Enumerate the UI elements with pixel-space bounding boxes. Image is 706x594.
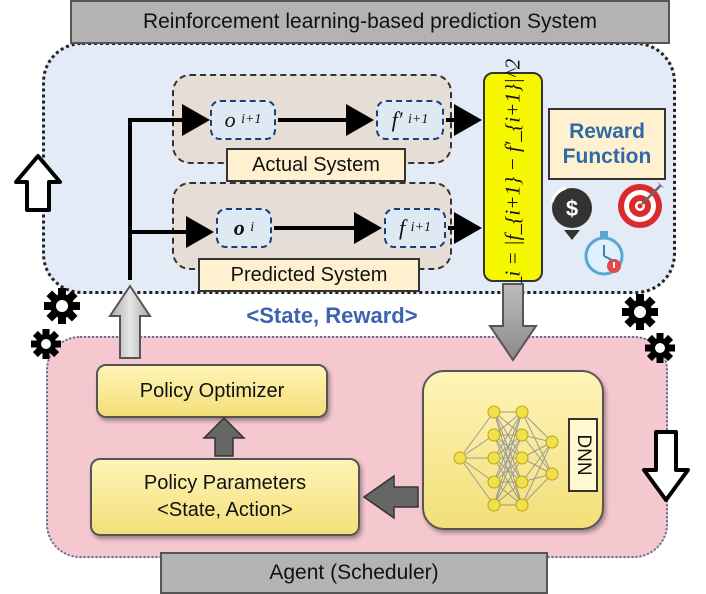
arrow-to-actual-input [128, 104, 210, 280]
network-connections [459, 411, 553, 506]
predicted-input-box: o i [216, 208, 272, 248]
neural-network [453, 405, 559, 512]
policy-optimizer-box: Policy Optimizer [96, 364, 328, 418]
gray-up-arrow [108, 284, 152, 359]
dnn-label-box: DNN [568, 418, 598, 492]
reward-function-line2: Function [562, 145, 652, 168]
target-icon [618, 182, 664, 228]
predicted-input-subscript: i [250, 220, 255, 235]
dark-left-arrow [362, 474, 419, 520]
predicted-output-symbol: f [399, 215, 406, 240]
agent-title: Agent (Scheduler) [160, 552, 548, 594]
actual-output-subscript: i+1 [408, 112, 429, 127]
gear-icon [645, 333, 675, 363]
predicted-output-box: f i+1 [384, 208, 446, 248]
actual-output-box: f′ i+1 [376, 100, 444, 140]
gear-icon [44, 288, 80, 324]
reward-function-line1: Reward [569, 119, 645, 143]
actual-output-symbol: f′ [391, 107, 403, 132]
system-title: Reinforcement learning-based prediction … [70, 0, 670, 44]
policy-parameters-box: Policy Parameters <State, Action> [90, 458, 360, 536]
network-nodes [453, 405, 559, 512]
up-arrow-icon [14, 154, 62, 212]
dark-up-arrow [202, 416, 246, 457]
actual-input-symbol: o [224, 107, 236, 132]
dollar-down-icon: $ [550, 186, 592, 240]
svg-text:$: $ [566, 196, 578, 221]
gear-icon [622, 294, 658, 330]
reward-function-box: Reward Function [548, 108, 666, 180]
state-reward-label: <State, Reward> [246, 303, 418, 328]
policy-parameters-line2: <State, Action> [157, 499, 293, 521]
down-arrow-icon [642, 430, 690, 502]
predicted-system-label: Predicted System [198, 258, 420, 292]
reward-formula-box: r_i = |f_{i+1} − f′_{i+1}|^2 [483, 59, 543, 295]
predicted-input-symbol: o [233, 215, 245, 240]
flow-lines [128, 104, 482, 280]
actual-system-label: Actual System [226, 148, 406, 182]
predicted-output-subscript: i+1 [410, 220, 431, 235]
gray-down-arrow [488, 283, 538, 362]
policy-parameters-line1: Policy Parameters [143, 472, 307, 494]
stopwatch-icon [584, 231, 624, 276]
actual-input-box: o i+1 [210, 100, 276, 140]
gear-icon [31, 329, 61, 359]
policy-optimizer-label: Policy Optimizer [139, 379, 285, 402]
actual-input-subscript: i+1 [241, 112, 262, 127]
